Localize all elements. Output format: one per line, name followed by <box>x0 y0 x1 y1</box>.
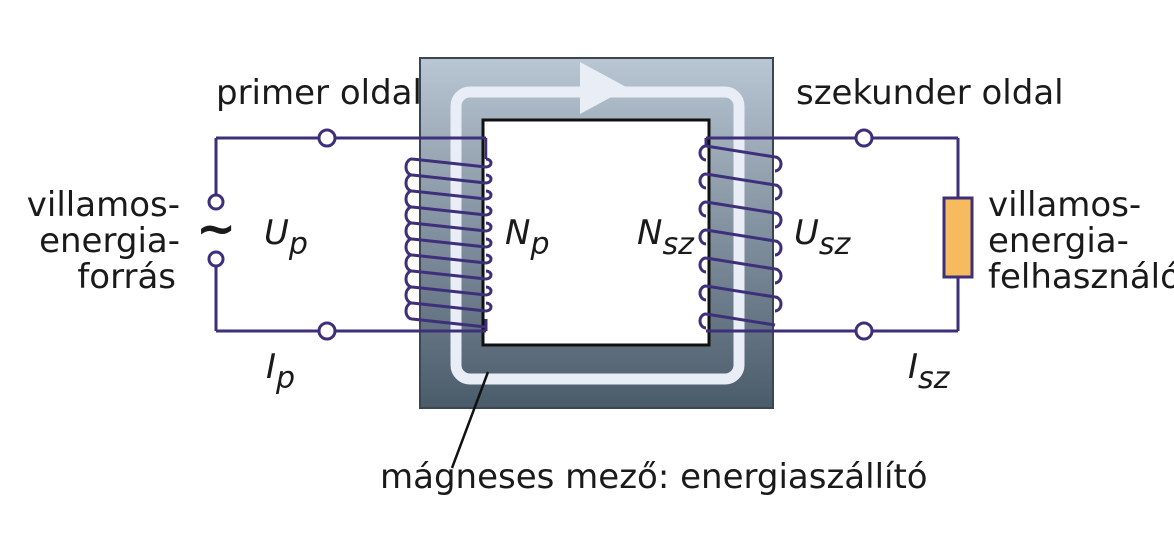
consumer-label-line1: villamos- <box>988 185 1141 225</box>
source-label-line3: forrás <box>77 257 176 297</box>
n-secondary-label: Nsz <box>637 213 695 262</box>
load-resistor <box>942 196 974 279</box>
i-primary-sub: p <box>275 361 295 396</box>
n-primary-sub: p <box>529 227 549 262</box>
core-window <box>481 118 711 347</box>
i-secondary-main: I <box>908 347 918 387</box>
ac-source-icon: ~ <box>196 201 236 257</box>
secondary-top-terminal <box>854 128 874 148</box>
secondary-side-label: szekunder oldal <box>796 73 1064 113</box>
source-top-terminal <box>207 193 225 211</box>
magnetic-field-pointer <box>450 371 490 469</box>
secondary-circuit <box>706 136 960 333</box>
primary-top-terminal <box>317 128 337 148</box>
primary-bottom-terminal <box>317 321 337 341</box>
consumer-label-line3: felhasználó <box>988 257 1174 297</box>
u-secondary-sub: sz <box>819 227 852 262</box>
magnetic-field-label: mágneses mező: energiaszállító <box>380 457 928 497</box>
i-primary-label: Ip <box>266 347 295 396</box>
source-label-line2: energia- <box>39 221 180 261</box>
n-secondary-sub: sz <box>662 227 695 262</box>
flux-arrow-icon <box>580 62 628 114</box>
primary-side-label: primer oldal <box>216 73 422 113</box>
i-primary-main: I <box>266 347 276 387</box>
secondary-coil <box>698 138 783 330</box>
i-secondary-label: Isz <box>908 347 951 396</box>
source-bottom-terminal <box>207 250 225 268</box>
n-primary-label: Np <box>505 213 549 262</box>
u-primary-label: Up <box>264 213 308 262</box>
n-secondary-main: N <box>637 213 662 253</box>
secondary-bottom-terminal <box>854 321 874 341</box>
u-primary-sub: p <box>288 227 308 262</box>
u-secondary-main: U <box>794 213 819 253</box>
source-label-line1: villamos- <box>27 185 180 225</box>
i-secondary-sub: sz <box>918 361 951 396</box>
u-secondary-label: Usz <box>794 213 852 262</box>
primary-coil <box>404 138 493 331</box>
u-primary-main: U <box>264 213 289 253</box>
n-primary-main: N <box>505 213 530 253</box>
consumer-label-line2: energia- <box>988 221 1129 261</box>
